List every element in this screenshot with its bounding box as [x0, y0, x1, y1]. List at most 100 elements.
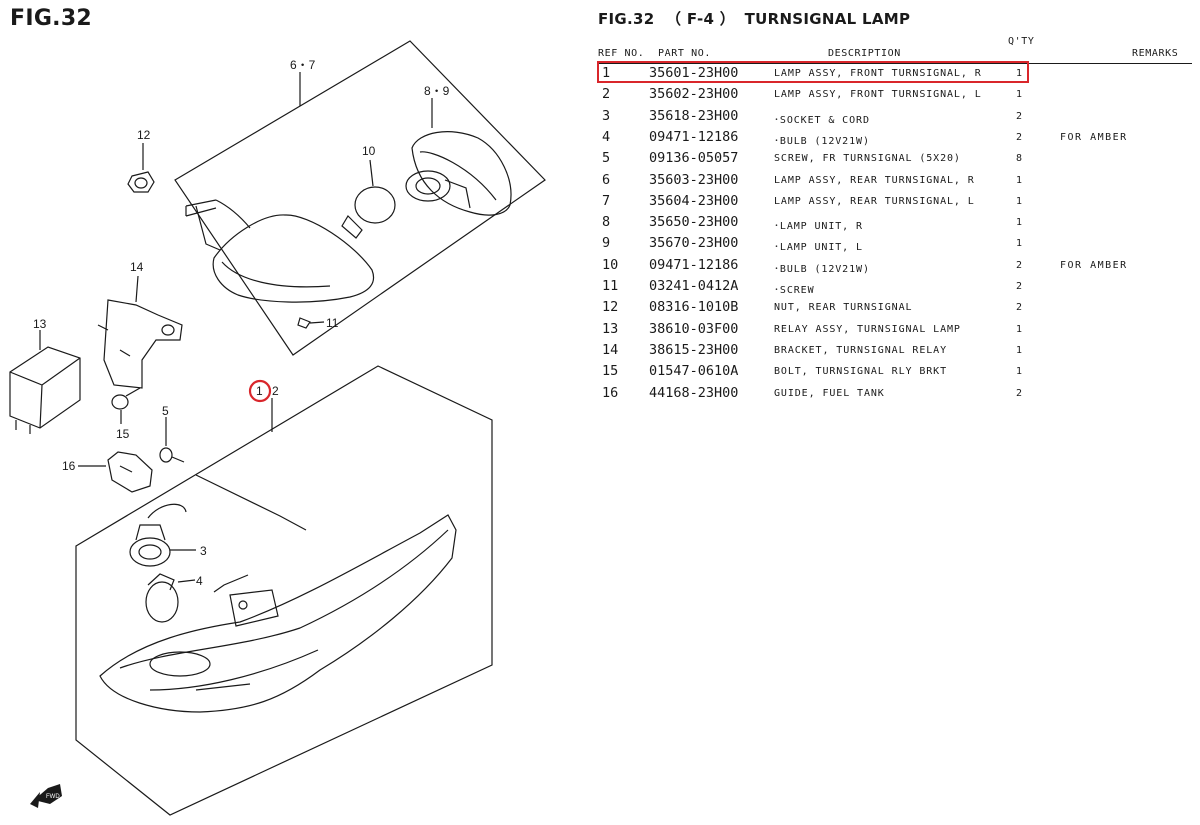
- table-row[interactable]: 5 09136-05057 SCREW, FR TURNSIGNAL (5X20…: [598, 149, 1194, 170]
- figure-title: FIG.32: [10, 6, 93, 31]
- callout-11: 11: [326, 316, 339, 330]
- front-lamp-group-frame: [75, 365, 493, 816]
- row-qty: 2: [1016, 387, 1023, 399]
- callout-14: 14: [130, 260, 144, 274]
- table-row[interactable]: 1 35601-23H00 LAMP ASSY, FRONT TURNSIGNA…: [598, 64, 1194, 85]
- row-description: ･LAMP UNIT, R: [774, 221, 863, 233]
- row-qty: 2: [1016, 259, 1023, 271]
- header-ref-no: REF NO.: [598, 48, 645, 59]
- row-qty: 1: [1016, 217, 1023, 229]
- row-part-no: 35670-23H00: [649, 235, 739, 252]
- row-part-no: 38610-03F00: [649, 320, 739, 337]
- fwd-label: FWD: [46, 794, 60, 800]
- row-1-highlight-box: [597, 61, 1029, 83]
- row-remarks: FOR AMBER: [1060, 259, 1128, 271]
- nut-12-drawing: [127, 143, 155, 193]
- row-qty: 1: [1016, 195, 1023, 207]
- callout-16: 16: [62, 459, 76, 473]
- rear-lamp-group-frame: [174, 40, 546, 356]
- relay-13-drawing: [9, 330, 81, 434]
- row-part-no: 09136-05057: [649, 150, 739, 167]
- table-row[interactable]: 14 38615-23H00 BRACKET, TURNSIGNAL RELAY…: [598, 341, 1194, 362]
- table-row[interactable]: 6 35603-23H00 LAMP ASSY, REAR TURNSIGNAL…: [598, 171, 1194, 192]
- rear-bulb-drawing: [341, 159, 396, 239]
- callout-1-highlight-circle: [248, 379, 272, 403]
- parts-fig-code: （ F-4 ）: [666, 10, 736, 28]
- row-part-no: 09471-12186: [649, 256, 739, 273]
- row-ref: 6: [602, 171, 611, 188]
- callout-5: 5: [162, 404, 169, 418]
- row-part-no: 08316-1010B: [649, 299, 739, 316]
- table-row[interactable]: 10 09471-12186 ･BULB (12V21W) 2 FOR AMBE…: [598, 256, 1194, 277]
- table-row[interactable]: 9 35670-23H00 ･LAMP UNIT, L 1: [598, 234, 1194, 255]
- row-part-no: 44168-23H00: [649, 384, 739, 401]
- table-row[interactable]: 8 35650-23H00 ･LAMP UNIT, R 1: [598, 213, 1194, 234]
- table-row[interactable]: 12 08316-1010B NUT, REAR TURNSIGNAL 2: [598, 298, 1194, 319]
- row-qty: 1: [1016, 344, 1023, 356]
- row-part-no: 35650-23H00: [649, 214, 739, 231]
- table-row[interactable]: 2 35602-23H00 LAMP ASSY, FRONT TURNSIGNA…: [598, 85, 1194, 106]
- row-ref: 16: [602, 384, 619, 401]
- row-description: NUT, REAR TURNSIGNAL: [774, 302, 913, 314]
- rear-lamp-unit-drawing: [405, 131, 512, 216]
- fwd-arrow-icon: FWD: [30, 784, 62, 808]
- rear-lamp-assy-drawing: [185, 199, 375, 303]
- row-ref: 15: [602, 363, 619, 380]
- row-ref: 8: [602, 214, 611, 231]
- screw-11-drawing: [297, 317, 325, 329]
- row-ref: 12: [602, 299, 619, 316]
- row-part-no: 35618-23H00: [649, 107, 739, 124]
- callout-3: 3: [200, 544, 207, 558]
- socket-3-drawing: [129, 524, 196, 567]
- row-ref: 11: [602, 278, 619, 294]
- callout-13: 13: [33, 317, 47, 331]
- row-qty: 1: [1016, 238, 1023, 250]
- row-qty: 1: [1016, 89, 1023, 101]
- parts-list-title: FIG.32 （ F-4 ） TURNSIGNAL LAMP: [598, 8, 1194, 29]
- table-row[interactable]: 7 35604-23H00 LAMP ASSY, REAR TURNSIGNAL…: [598, 192, 1194, 213]
- table-row[interactable]: 4 09471-12186 ･BULB (12V21W) 2 FOR AMBER: [598, 128, 1194, 149]
- header-part-no: PART NO.: [658, 48, 711, 59]
- table-row[interactable]: 16 44168-23H00 GUIDE, FUEL TANK 2: [598, 384, 1194, 405]
- screw-5-drawing: [159, 417, 185, 463]
- callout-1: 1: [256, 384, 263, 398]
- table-row[interactable]: 15 01547-0610A BOLT, TURNSIGNAL RLY BRKT…: [598, 362, 1194, 383]
- row-qty: 1: [1016, 174, 1023, 186]
- row-description: LAMP ASSY, REAR TURNSIGNAL, L: [774, 195, 975, 207]
- row-ref: 14: [602, 341, 619, 358]
- callout-2: 2: [272, 384, 279, 398]
- table-row[interactable]: 3 35618-23H00 ･SOCKET & CORD 2: [598, 107, 1194, 128]
- row-part-no: 35604-23H00: [649, 192, 739, 209]
- bulb-4-drawing: [145, 573, 196, 623]
- header-description: DESCRIPTION: [828, 48, 901, 59]
- row-qty: 8: [1016, 153, 1023, 165]
- row-description: BOLT, TURNSIGNAL RLY BRKT: [774, 366, 948, 378]
- row-ref: 3: [602, 107, 611, 124]
- callout-6-7: 6・7: [290, 58, 316, 72]
- parts-fig-number: FIG.32: [598, 10, 655, 28]
- row-description: ･SOCKET & CORD: [774, 114, 870, 126]
- row-description: RELAY ASSY, TURNSIGNAL LAMP: [774, 323, 961, 335]
- bracket-14-drawing: [97, 275, 183, 389]
- row-qty: 2: [1016, 302, 1023, 314]
- row-part-no: 35602-23H00: [649, 86, 739, 103]
- callout-4: 4: [196, 574, 203, 588]
- exploded-parts-diagram: FWD 6・7 8・9 10 11 12 13 14 15 16 1 2 3 4…: [9, 40, 546, 816]
- row-qty: 2: [1016, 131, 1023, 143]
- row-qty: 1: [1016, 323, 1023, 335]
- row-part-no: 09471-12186: [649, 128, 739, 145]
- row-description: LAMP ASSY, FRONT TURNSIGNAL, L: [774, 89, 982, 101]
- row-description: ･SCREW: [774, 285, 815, 296]
- row-ref: 1: [602, 65, 611, 81]
- row-description: BRACKET, TURNSIGNAL RELAY: [774, 344, 948, 356]
- row-description: ･BULB (12V21W): [774, 263, 870, 275]
- bolt-15-drawing: [111, 387, 141, 424]
- row-ref: 2: [602, 86, 611, 103]
- row-part-no: 35601-23H00: [649, 65, 739, 81]
- table-row[interactable]: 11 03241-0412A ･SCREW 2: [598, 277, 1194, 298]
- table-row[interactable]: 13 38610-03F00 RELAY ASSY, TURNSIGNAL LA…: [598, 320, 1194, 341]
- callout-15: 15: [116, 427, 130, 441]
- row-description: ･LAMP UNIT, L: [774, 242, 863, 254]
- row-ref: 10: [602, 256, 619, 273]
- guide-16-drawing: [78, 451, 153, 493]
